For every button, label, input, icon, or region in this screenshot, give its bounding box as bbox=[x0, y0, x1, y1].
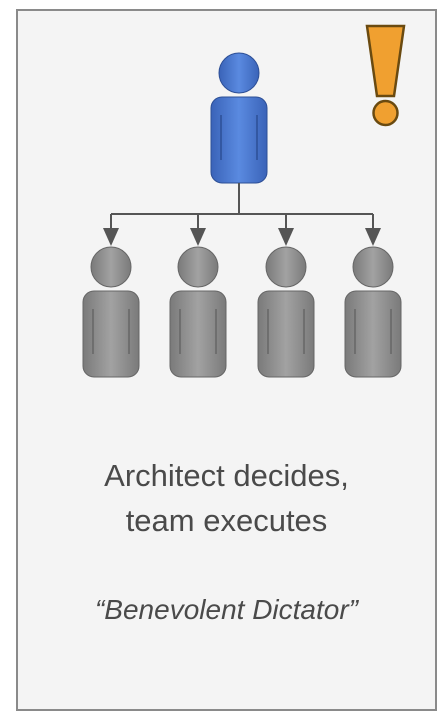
warning-exclamation-icon bbox=[365, 24, 406, 127]
team-member-3-person-icon bbox=[257, 246, 315, 378]
team-member-4-person-icon bbox=[344, 246, 402, 378]
leader-person-icon bbox=[210, 52, 268, 184]
subtitle-quote: “Benevolent Dictator” bbox=[94, 594, 358, 625]
hierarchy-connectors bbox=[103, 183, 381, 246]
team-member-1-person-icon bbox=[82, 246, 140, 378]
caption-line-1: Architect decides, bbox=[104, 458, 349, 493]
team-member-2-person-icon bbox=[169, 246, 227, 378]
hierarchy-diagram bbox=[82, 24, 406, 378]
caption-line-2: team executes bbox=[125, 503, 328, 538]
